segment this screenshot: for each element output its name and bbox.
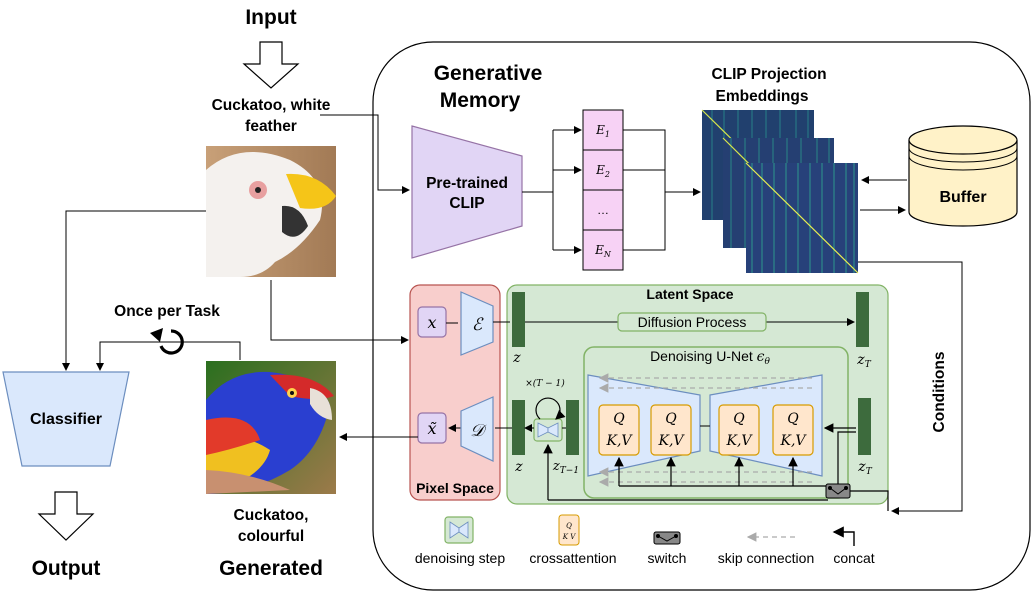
- diffusion-process-box: [617, 312, 767, 332]
- refresh-icon: [150, 328, 184, 355]
- pixel-space-label: Pixel Space: [416, 480, 494, 496]
- kv-label-3: K,V: [725, 433, 753, 449]
- classifier-label: Classifier: [30, 411, 102, 428]
- input-arrow-icon: [242, 41, 300, 89]
- legend-crossattention-label: crossattention: [529, 550, 616, 566]
- once-per-task-label: Once per Task: [114, 303, 220, 320]
- input-image: [206, 146, 336, 277]
- z-label-bottom: z: [514, 459, 523, 475]
- kv-label-1: K,V: [605, 433, 633, 449]
- clip-label-line1: Pre-trained: [426, 175, 508, 192]
- clip-projection-line2: Embeddings: [715, 88, 808, 105]
- generative-memory-line1: Generative: [434, 62, 543, 85]
- buffer-label: Buffer: [939, 189, 986, 206]
- embedding-stack: [582, 109, 624, 271]
- latent-zt1-bar: [566, 400, 579, 455]
- generated-caption-line2: colourful: [238, 528, 304, 545]
- crossattention-block-2: [650, 404, 692, 456]
- x-input-box: [417, 306, 447, 338]
- kv-label-2: K,V: [657, 433, 685, 449]
- legend-switch-icon: [653, 531, 681, 545]
- latent-zt-cond-bar: [858, 398, 871, 455]
- output-arrow-icon: [37, 491, 95, 541]
- generated-title: Generated: [219, 557, 323, 580]
- x-tilde-symbol: x̃: [427, 419, 436, 438]
- encoder-symbol: ℰ: [472, 315, 484, 335]
- q-label-3: Q: [733, 411, 745, 427]
- legend-crossattention-icon: Q K V: [558, 514, 580, 546]
- q-label-4: Q: [787, 411, 799, 427]
- generated-caption-line1: Cuckatoo,: [234, 507, 309, 524]
- decoder-box: [460, 396, 494, 462]
- latent-z-bar: [512, 292, 525, 347]
- clip-projection-line1: CLIP Projection: [711, 66, 826, 83]
- conditions-label: Conditions: [931, 352, 948, 433]
- embedding-ellipsis: …: [597, 203, 609, 217]
- generated-image: [206, 361, 336, 494]
- svg-text:Q: Q: [566, 522, 572, 530]
- diffusion-process-label: Diffusion Process: [638, 314, 747, 330]
- times-t-minus-1-label: ×(T − 1): [525, 378, 565, 389]
- legend-skip-connection-label: skip connection: [718, 550, 815, 566]
- legend-switch-label: switch: [648, 550, 687, 566]
- clip-label-line2: CLIP: [449, 195, 484, 212]
- decoder-symbol: 𝒟: [470, 421, 487, 441]
- latent-zt-bar: [856, 292, 869, 347]
- projection-matrix-stack: [701, 109, 859, 274]
- encoder-box: [460, 291, 494, 356]
- denoising-step-node: [533, 418, 563, 442]
- latent-z-out-bar: [512, 400, 525, 455]
- classifier-box: [2, 371, 130, 467]
- input-title: Input: [245, 6, 296, 29]
- crossattention-block-1: [598, 404, 640, 456]
- legend-denoising-step-label: denoising step: [415, 550, 506, 566]
- generative-memory-line2: Memory: [440, 89, 521, 112]
- q-label-1: Q: [613, 411, 625, 427]
- legend-concat-icon: [832, 526, 855, 546]
- latent-space-label: Latent Space: [646, 286, 733, 302]
- legend-denoising-step-icon: [444, 516, 474, 544]
- svg-text:K V: K V: [562, 533, 576, 541]
- output-title: Output: [32, 557, 101, 580]
- crossattention-block-3: [718, 404, 760, 456]
- x-symbol: x: [427, 313, 436, 332]
- kv-label-4: K,V: [779, 433, 807, 449]
- buffer-cylinder: [908, 125, 1018, 227]
- denoising-unet-label: Denoising U-Net ϵθ: [650, 348, 770, 367]
- q-label-2: Q: [665, 411, 677, 427]
- crossattention-block-4: [772, 404, 814, 456]
- input-caption-line1: Cuckatoo, white: [212, 97, 331, 114]
- x-tilde-box: [417, 412, 447, 444]
- switch-node: [825, 483, 851, 499]
- z-label: z: [512, 350, 521, 366]
- clip-encoder-box: [411, 125, 523, 259]
- legend-concat-label: concat: [833, 550, 874, 566]
- input-caption-line2: feather: [245, 118, 297, 135]
